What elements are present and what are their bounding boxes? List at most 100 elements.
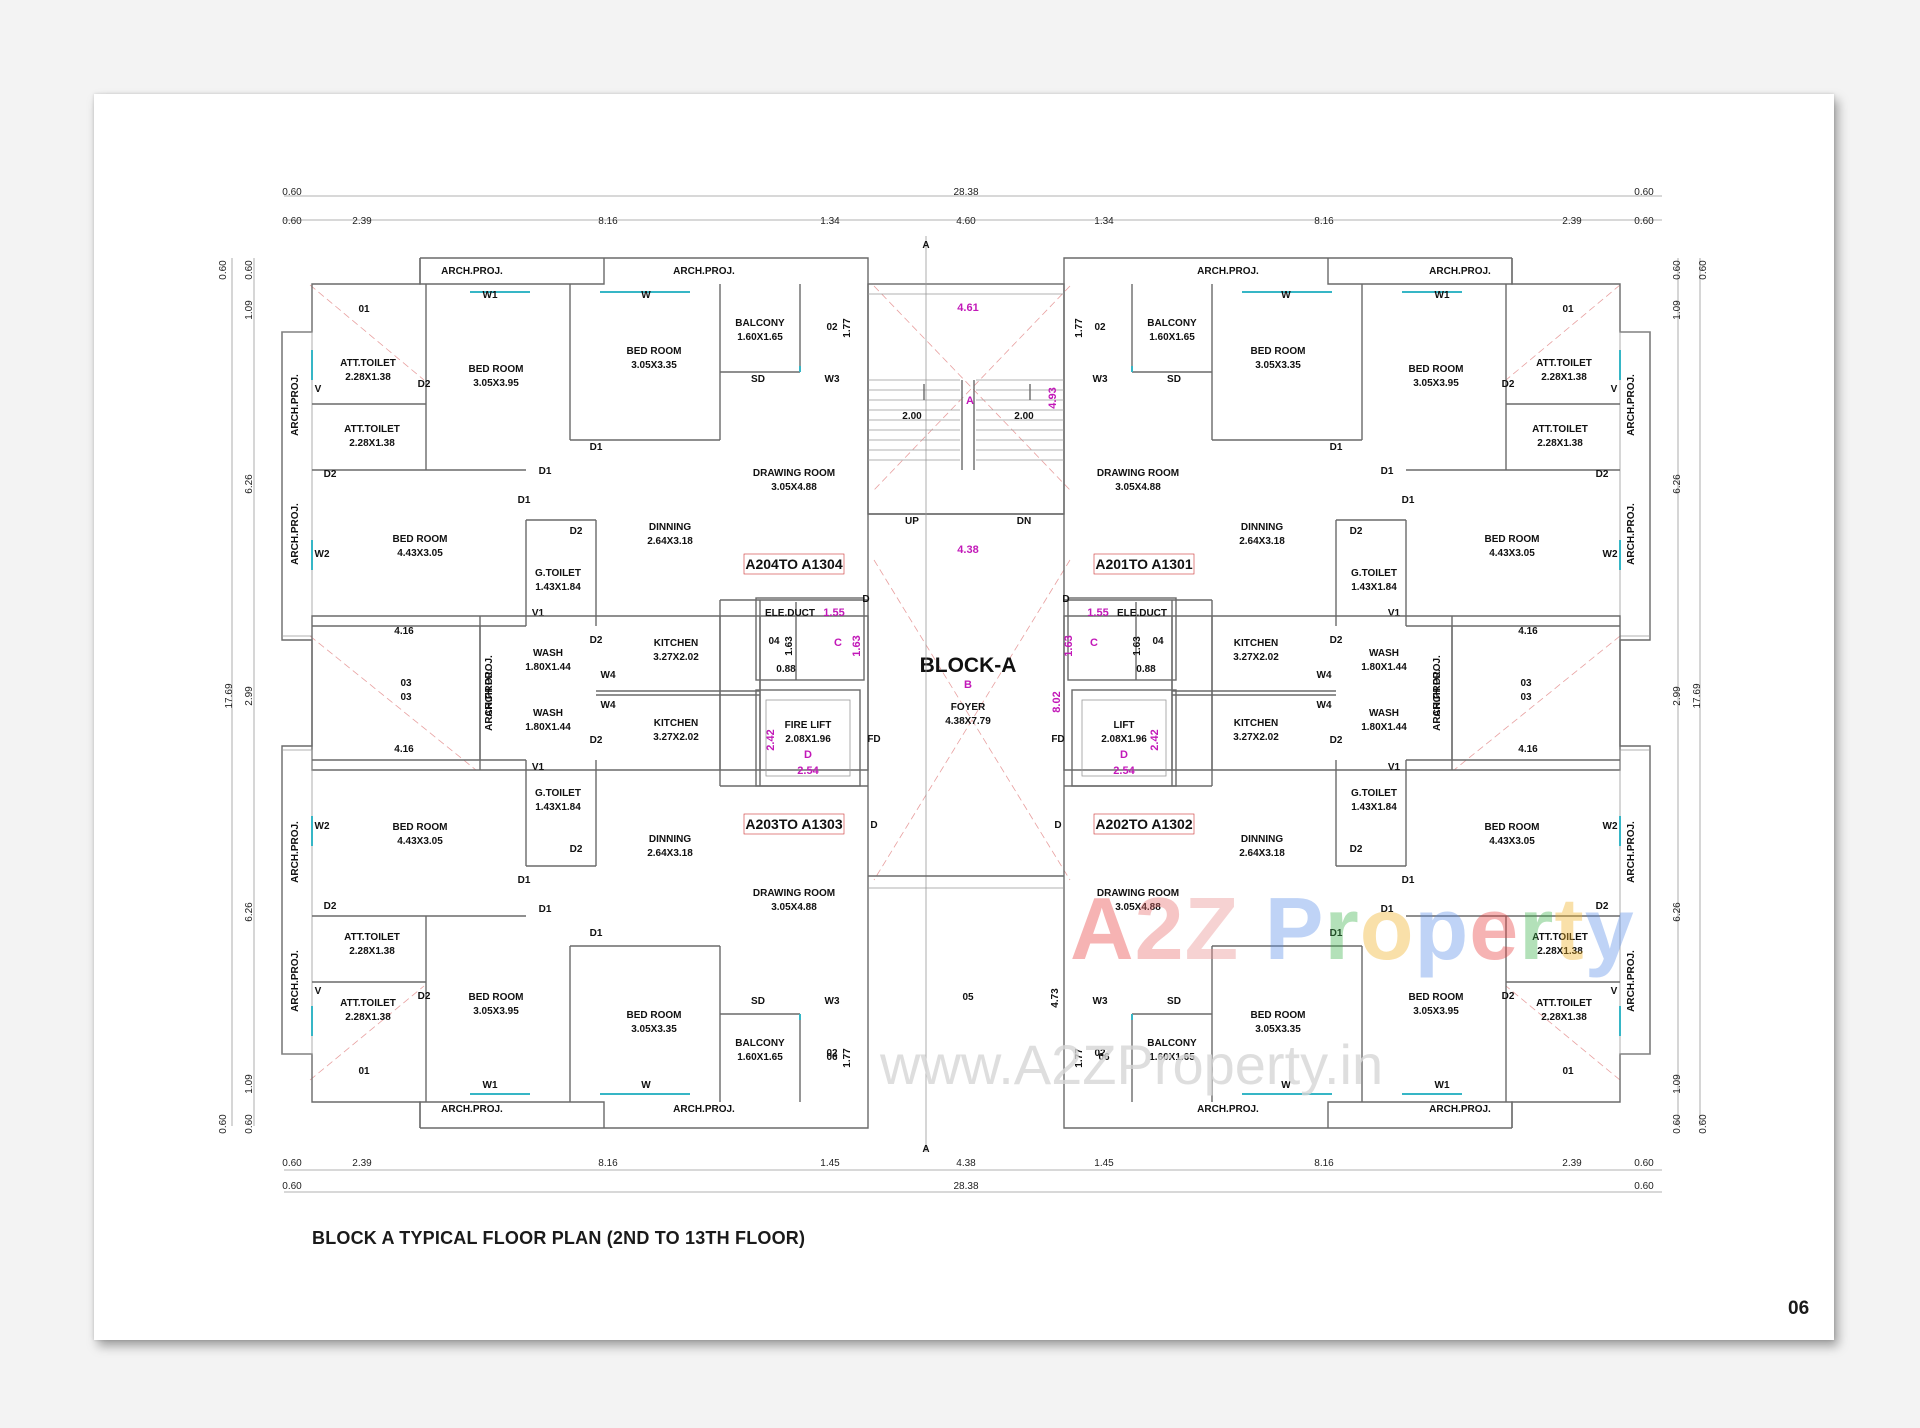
- bed-room-3-size-left-top: 4.43X3.05: [397, 548, 443, 559]
- stair-width-dim: 4.38: [957, 544, 978, 556]
- dim-top-part-0: 0.60: [282, 216, 302, 227]
- kitchen-left-bottom: KITCHEN: [654, 718, 698, 729]
- bed-room-3-size-right-top: 4.43X3.05: [1489, 548, 1535, 559]
- dinning-left-top: DINNING: [649, 522, 691, 533]
- dim-416-left-bottom: 4.16: [394, 626, 414, 637]
- lift-mark-d-right: D: [1120, 749, 1128, 761]
- att-toilet-1-right-bottom: ATT.TOILET: [1536, 998, 1592, 1009]
- plot-diagonal: [309, 985, 425, 1081]
- bed-room-3-left-top: BED ROOM: [393, 534, 448, 545]
- bed-room-2-right-top: BED ROOM: [1251, 346, 1306, 357]
- door-d1-c-left-top: D1: [518, 495, 531, 506]
- arch-proj-side-label-a-right-bottom: ARCH.PROJ.: [1626, 950, 1637, 1012]
- dim-left-outer-bottom: 0.60: [218, 1114, 229, 1134]
- bed-room-1-left-top: BED ROOM: [469, 364, 524, 375]
- dim-177-left-top: 1.77: [842, 318, 853, 338]
- duct-width-right: 0.88: [1136, 664, 1156, 675]
- dinning-size-right-top: 2.64X3.18: [1239, 536, 1285, 547]
- watermark-site: www.A2ZProperty.in: [880, 1033, 1384, 1096]
- unit-label-top-right-box: [1093, 553, 1195, 575]
- dinning-size-left-bottom: 2.64X3.18: [647, 848, 693, 859]
- plot-diagonal: [1453, 635, 1621, 771]
- arch-proj-side-right-top: [1619, 331, 1650, 637]
- dim-top-part-3: 1.34: [820, 216, 840, 227]
- g-toilet-size-right-top: 1.43X1.84: [1351, 582, 1397, 593]
- lift-width-right: 2.54: [1113, 765, 1135, 777]
- watermark-logo: A2Z Property: [1070, 879, 1635, 978]
- arch-proj-label-a-left-bottom: ARCH.PROJ.: [441, 1104, 503, 1115]
- window-w2-left-top: W2: [315, 549, 330, 560]
- bed-room-3-right-bottom: BED ROOM: [1485, 822, 1540, 833]
- label-05: 05: [962, 992, 974, 1003]
- dim-left-2: 6.26: [244, 474, 255, 494]
- dim-right-4: 6.26: [1672, 902, 1683, 922]
- dim-416-right-top: 4.16: [1518, 744, 1538, 755]
- att-toilet-1-left-top: ATT.TOILET: [340, 358, 396, 369]
- unit-label-top-left: A204TO A1304: [745, 556, 842, 572]
- plot-diagonal: [1505, 985, 1621, 1081]
- kitchen-right-bottom: KITCHEN: [1234, 718, 1278, 729]
- door-d1-b-right-bottom: D1: [1330, 928, 1343, 939]
- arch-proj-label-b-right-bottom: ARCH.PROJ.: [1197, 1104, 1259, 1115]
- g-toilet-size-left-top: 1.43X1.84: [535, 582, 581, 593]
- ele-duct-label-left: ELE.DUCT: [765, 608, 815, 619]
- dinning-size-left-top: 2.64X3.18: [647, 536, 693, 547]
- dim-bottom-edge-left: 0.60: [282, 1181, 302, 1192]
- unit-label-bottom-left: A203TO A1303: [745, 816, 842, 832]
- dim-right-0: 0.60: [1672, 260, 1683, 280]
- g-toilet-right-bottom: G.TOILET: [1351, 788, 1397, 799]
- att-toilet-2-right-bottom: ATT.TOILET: [1532, 932, 1588, 943]
- att-toilet-2-size-left-top: 2.28X1.38: [349, 438, 395, 449]
- att-toilet-2-right-top: ATT.TOILET: [1532, 424, 1588, 435]
- bed-room-2-left-top: BED ROOM: [627, 346, 682, 357]
- kitchen-left-top: KITCHEN: [654, 638, 698, 649]
- window-w2-right-top: W2: [1603, 549, 1618, 560]
- dim-bottom-part-5: 1.45: [1094, 1158, 1114, 1169]
- arch-proj-side-label-a-left-top: ARCH.PROJ.: [290, 374, 301, 436]
- dim-top-edge-right: 0.60: [1634, 187, 1654, 198]
- dim-416-left-top: 4.16: [394, 744, 414, 755]
- fire-door-left: FD: [867, 734, 880, 745]
- vent-v1-left-top: V1: [532, 608, 545, 619]
- dim-left-0: 0.60: [244, 260, 255, 280]
- vent-v1-right-top: V1: [1388, 608, 1401, 619]
- duct-block-left: [755, 597, 865, 681]
- balcony-right-bottom: BALCONY: [1147, 1038, 1197, 1049]
- kitchen-size-left-top: 3.27X2.02: [653, 652, 699, 663]
- bed-room-1-size-right-bottom: 3.05X3.95: [1413, 1006, 1459, 1017]
- lift-label-left: FIRE LIFT: [785, 720, 832, 731]
- duct-dim-b-right: 1.63: [1132, 636, 1143, 656]
- duct-dim-c-right: 1.63: [1063, 635, 1075, 656]
- wash-left-bottom: WASH: [533, 708, 563, 719]
- arch-proj-right-top: [1327, 258, 1513, 285]
- dim-top-part-7: 2.39: [1562, 216, 1582, 227]
- window-w1-left-bottom: W1: [483, 1080, 498, 1091]
- door-d2-a-right-top: D2: [1502, 379, 1515, 390]
- att-toilet-2-left-top: ATT.TOILET: [344, 424, 400, 435]
- vent-v1-right-bottom: V1: [1388, 762, 1401, 773]
- duct-dim-a-right: 1.55: [1087, 607, 1108, 619]
- door-d2-c-right-top: D2: [1350, 526, 1363, 537]
- balcony-size-right-top: 1.60X1.65: [1149, 332, 1195, 343]
- window-w3-left-top: W3: [825, 374, 840, 385]
- door-d1-a-left-bottom: D1: [539, 904, 552, 915]
- arch-proj-side-label-b-right-bottom: ARCH.PROJ.: [1626, 821, 1637, 883]
- window-w2-left-bottom: W2: [315, 821, 330, 832]
- arch-proj-side-left-top: [282, 331, 313, 637]
- arch-proj-mid-label-left-bottom: ARCH.PROJ.: [484, 655, 495, 717]
- plot-diagonal: [309, 635, 477, 771]
- plot-diagonal: [1505, 284, 1621, 381]
- bed-room-2-size-left-top: 3.05X3.35: [631, 360, 677, 371]
- dim-right-3: 2.99: [1672, 686, 1683, 706]
- bed-room-2-size-right-bottom: 3.05X3.35: [1255, 1024, 1301, 1035]
- lift-size-left: 2.08X1.96: [785, 734, 831, 745]
- door-d2-b-right-bottom: D2: [1596, 901, 1609, 912]
- lift-car-left: [765, 699, 851, 777]
- arch-proj-side-right-bottom: [1619, 749, 1650, 1055]
- duct-mark-c-right: C: [1090, 637, 1098, 649]
- bed-room-3-size-right-bottom: 4.43X3.05: [1489, 836, 1535, 847]
- unit-label-bottom-right-box: [1093, 813, 1195, 835]
- lift-shaft-right: [1071, 689, 1177, 787]
- lift-label-right: LIFT: [1113, 720, 1134, 731]
